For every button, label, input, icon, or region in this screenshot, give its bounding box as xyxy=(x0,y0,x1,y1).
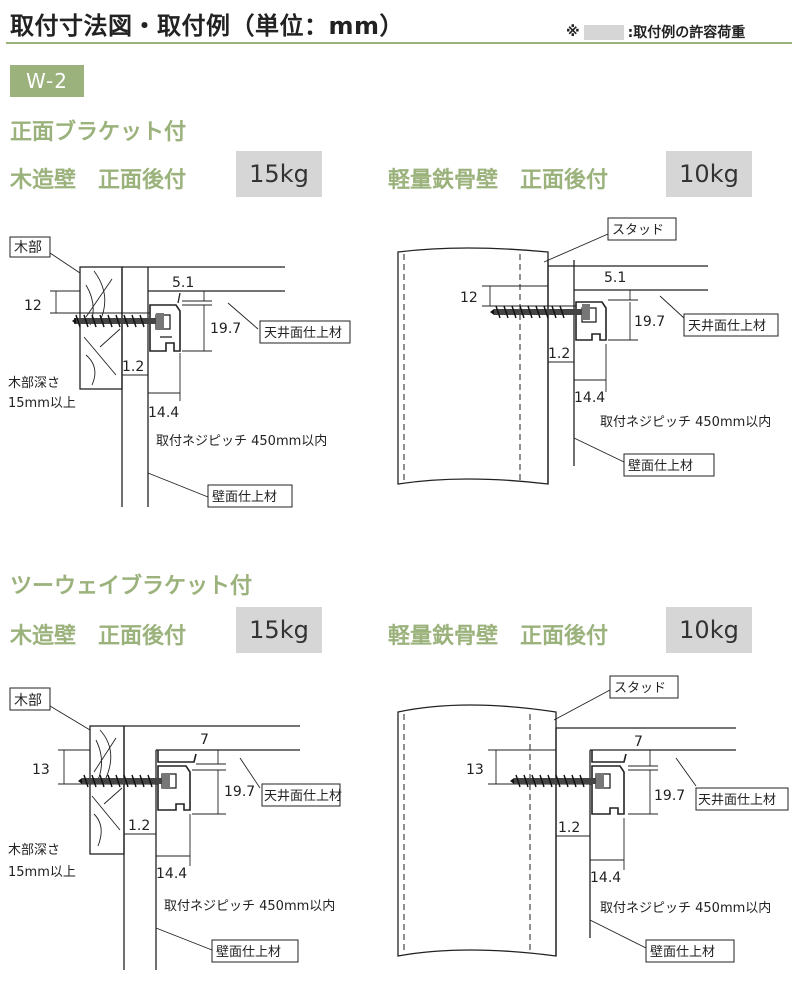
load-note: ※ :取付例の許容荷重 xyxy=(566,22,745,42)
dim-a: 13 xyxy=(32,762,50,778)
note-text: :取付例の許容荷重 xyxy=(627,25,746,41)
stud xyxy=(397,704,557,957)
tag-stud: スタッド xyxy=(614,681,666,696)
label-pitch: 取付ネジピッチ 450mm以内 xyxy=(600,414,771,430)
dim-c: 19.7 xyxy=(210,321,241,337)
title-divider xyxy=(6,42,792,44)
label-depth-2: 15mm以上 xyxy=(8,865,76,880)
tag-wood: 木部 xyxy=(14,240,42,256)
label-depth-1: 木部深さ xyxy=(8,843,60,858)
dim-b: 5.1 xyxy=(172,275,194,291)
label-pitch: 取付ネジピッチ 450mm以内 xyxy=(600,900,771,916)
diagram-wood-front-bracket: 木部 12 5.1 19.7 1.2 14.4 天井面仕上材 木部深さ 15mm… xyxy=(8,236,351,508)
load-swatch xyxy=(583,24,624,40)
dim-c: 19.7 xyxy=(634,314,665,330)
wall-label-steel-2: 軽量鉄骨壁 正面後付 xyxy=(388,624,609,649)
dim-b: 7 xyxy=(200,732,209,748)
label-wall: 壁面仕上材 xyxy=(216,945,281,960)
model-badge: W-2 xyxy=(10,65,84,97)
section-title-two-way-bracket: ツーウェイブラケット付 xyxy=(10,574,253,599)
load-badge-steel-2: 10kg xyxy=(666,607,752,653)
dim-b: 5.1 xyxy=(604,270,626,286)
dim-e: 14.4 xyxy=(574,390,605,406)
dim-e: 14.4 xyxy=(590,870,621,886)
label-wall: 壁面仕上材 xyxy=(212,490,277,505)
dim-e: 14.4 xyxy=(148,405,179,421)
load-badge-wood-1: 15kg xyxy=(236,151,322,197)
dim-a: 13 xyxy=(466,762,484,778)
screw-icon xyxy=(78,773,170,789)
label-pitch: 取付ネジピッチ 450mm以内 xyxy=(156,433,327,449)
dim-a: 12 xyxy=(24,298,42,314)
dim-d: 1.2 xyxy=(548,346,570,362)
label-ceiling: 天井面仕上材 xyxy=(264,789,342,804)
screw-icon xyxy=(72,313,164,329)
label-depth-2: 15mm以上 xyxy=(8,396,76,411)
label-ceiling: 天井面仕上材 xyxy=(688,319,766,334)
dim-e: 14.4 xyxy=(156,866,187,882)
screw-icon xyxy=(510,773,604,789)
dim-c: 19.7 xyxy=(224,784,255,800)
diagram-steel-front-bracket: スタッド 12 5.1 19.7 1.2 14.4 天井面仕上材 取付ネジピッチ… xyxy=(397,217,779,485)
label-wall: 壁面仕上材 xyxy=(628,459,693,474)
dim-b: 7 xyxy=(634,734,643,750)
label-depth-1: 木部深さ xyxy=(8,376,60,391)
load-badge-steel-1: 10kg xyxy=(666,151,752,197)
wall-label-steel-1: 軽量鉄骨壁 正面後付 xyxy=(388,168,609,193)
load-badge-wood-2: 15kg xyxy=(236,607,322,653)
label-ceiling: 天井面仕上材 xyxy=(264,326,342,341)
label-wall: 壁面仕上材 xyxy=(650,945,715,960)
wood-block xyxy=(89,725,125,855)
screw-icon xyxy=(490,304,590,320)
wall-label-wood-2: 木造壁 正面後付 xyxy=(10,624,187,649)
label-ceiling: 天井面仕上材 xyxy=(698,793,776,808)
section-title-front-bracket: 正面ブラケット付 xyxy=(10,120,187,145)
wall-label-wood-1: 木造壁 正面後付 xyxy=(10,168,187,193)
tag-wood: 木部 xyxy=(14,693,42,709)
dim-a: 12 xyxy=(460,290,478,306)
dim-d: 1.2 xyxy=(122,359,144,375)
stud xyxy=(397,247,549,485)
dim-c: 19.7 xyxy=(654,788,685,804)
note-prefix: ※ xyxy=(566,24,580,40)
dim-d: 1.2 xyxy=(128,818,150,834)
dim-d: 1.2 xyxy=(558,820,580,836)
tag-stud: スタッド xyxy=(612,223,664,238)
page-title: 取付寸法図・取付例（単位：mm） xyxy=(10,12,405,40)
diagram-wood-two-way-bracket: 木部 13 7 19.7 1.2 14.4 天井面仕上材 木部深さ 15mm以上… xyxy=(8,687,342,970)
label-pitch: 取付ネジピッチ 450mm以内 xyxy=(164,898,335,914)
diagram-steel-two-way-bracket: スタッド 13 7 19.7 1.2 14.4 天井面仕上材 取付ネジピッチ 4… xyxy=(397,675,789,963)
